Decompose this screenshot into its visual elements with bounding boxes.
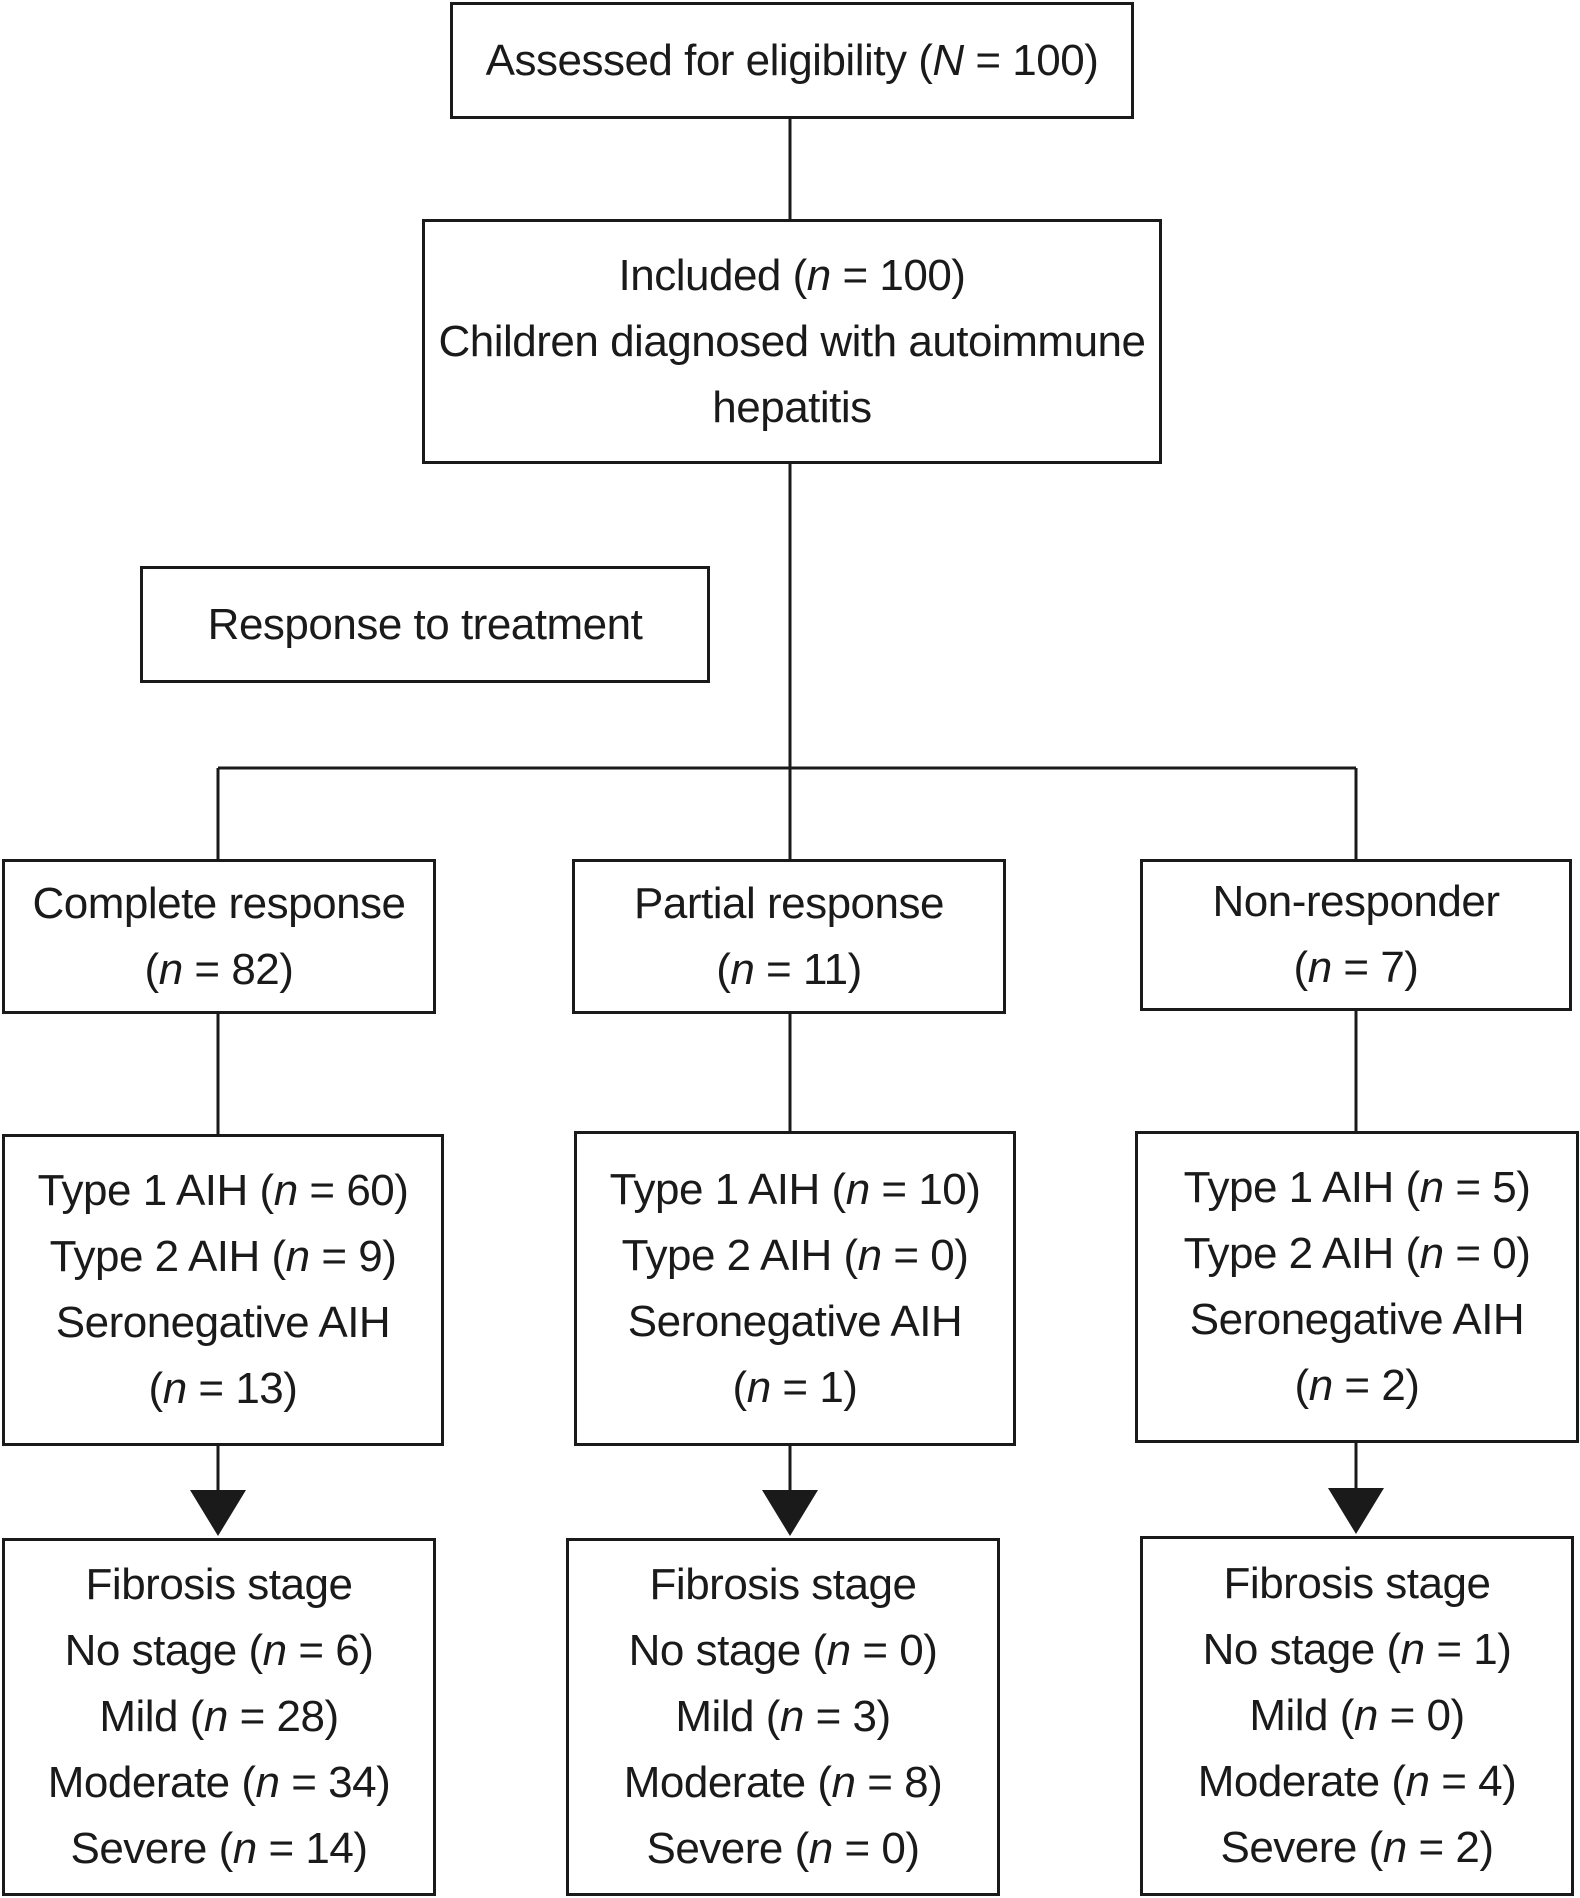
included-count: Included (n = 100)	[618, 250, 966, 300]
type2-count: Type 2 AIH (n = 9)	[49, 1232, 397, 1281]
no-stage-count: No stage (n = 1)	[1202, 1625, 1512, 1674]
no-stage-count: No stage (n = 6)	[64, 1626, 374, 1675]
eligibility-text: Assessed for eligibility (N = 100)	[485, 35, 1099, 85]
group-title: Partial response	[634, 878, 944, 928]
severe-count: Severe (n = 0)	[646, 1824, 920, 1873]
type1-count: Type 1 AIH (n = 5)	[1183, 1163, 1531, 1212]
seronegative-count: (n = 2)	[1294, 1361, 1420, 1410]
type2-count: Type 2 AIH (n = 0)	[621, 1230, 969, 1280]
arrow-partial-fibrosis	[762, 1490, 818, 1536]
fibrosis-title: Fibrosis stage	[85, 1560, 353, 1609]
seronegative-label: Seronegative AIH	[55, 1298, 391, 1347]
severe-count: Severe (n = 14)	[70, 1824, 368, 1873]
non-responder-aih-types-box: Type 1 AIH (n = 5) Type 2 AIH (n = 0) Se…	[1135, 1131, 1579, 1443]
group-count: (n = 11)	[716, 944, 862, 994]
fibrosis-title: Fibrosis stage	[649, 1560, 917, 1609]
response-to-treatment-text: Response to treatment	[207, 599, 643, 649]
moderate-count: Moderate (n = 4)	[1197, 1757, 1517, 1806]
group-title: Non-responder	[1212, 877, 1501, 926]
seronegative-count: (n = 13)	[148, 1364, 298, 1413]
seronegative-label: Seronegative AIH	[1189, 1295, 1525, 1344]
included-description-line1: Children diagnosed with autoimmune	[438, 316, 1146, 366]
arrow-complete-fibrosis	[190, 1490, 246, 1536]
type1-count: Type 1 AIH (n = 60)	[37, 1166, 409, 1215]
partial-aih-types-box: Type 1 AIH (n = 10) Type 2 AIH (n = 0) S…	[574, 1131, 1016, 1446]
mild-count: Mild (n = 0)	[1249, 1691, 1465, 1740]
group-count: (n = 82)	[144, 944, 294, 994]
partial-fibrosis-box: Fibrosis stage No stage (n = 0) Mild (n …	[566, 1538, 1000, 1896]
response-to-treatment-label: Response to treatment	[140, 566, 710, 683]
fibrosis-title: Fibrosis stage	[1223, 1559, 1491, 1608]
group-title: Complete response	[32, 878, 406, 928]
eligibility-box: Assessed for eligibility (N = 100)	[450, 2, 1134, 119]
included-description-line2: hepatitis	[712, 382, 872, 432]
non-responder-fibrosis-box: Fibrosis stage No stage (n = 1) Mild (n …	[1140, 1536, 1574, 1896]
moderate-count: Moderate (n = 8)	[623, 1758, 943, 1807]
mild-count: Mild (n = 28)	[99, 1692, 339, 1741]
moderate-count: Moderate (n = 34)	[47, 1758, 391, 1807]
partial-response-box: Partial response (n = 11)	[572, 859, 1006, 1014]
type1-count: Type 1 AIH (n = 10)	[609, 1164, 981, 1214]
no-stage-count: No stage (n = 0)	[628, 1626, 938, 1675]
type2-count: Type 2 AIH (n = 0)	[1183, 1229, 1531, 1278]
non-responder-box: Non-responder (n = 7)	[1140, 859, 1572, 1011]
severe-count: Severe (n = 2)	[1220, 1823, 1494, 1872]
seronegative-label: Seronegative AIH	[627, 1296, 963, 1346]
complete-fibrosis-box: Fibrosis stage No stage (n = 6) Mild (n …	[2, 1538, 436, 1896]
mild-count: Mild (n = 3)	[675, 1692, 891, 1741]
complete-aih-types-box: Type 1 AIH (n = 60) Type 2 AIH (n = 9) S…	[2, 1134, 444, 1446]
group-count: (n = 7)	[1293, 943, 1419, 992]
arrow-nonresp-fibrosis	[1328, 1488, 1384, 1534]
included-box: Included (n = 100) Children diagnosed wi…	[422, 219, 1162, 464]
complete-response-box: Complete response (n = 82)	[2, 859, 436, 1014]
seronegative-count: (n = 1)	[732, 1362, 858, 1412]
